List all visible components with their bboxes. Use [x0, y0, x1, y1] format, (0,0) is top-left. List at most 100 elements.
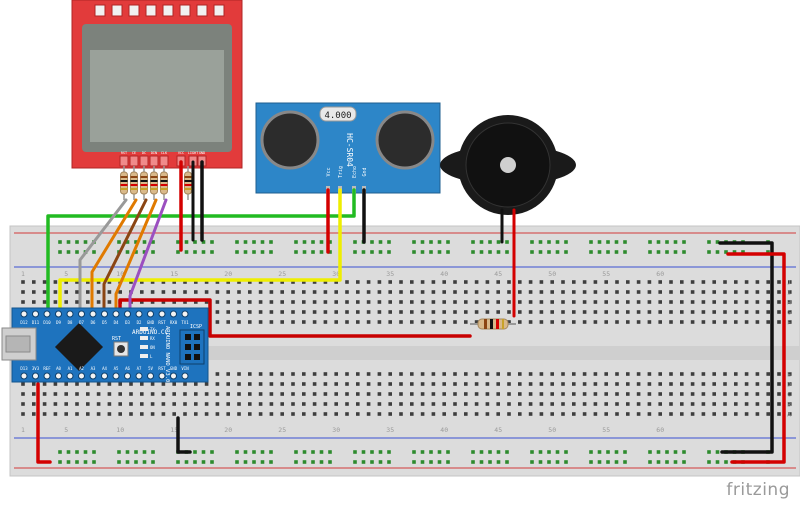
breadboard-hole: [777, 320, 781, 324]
breadboard-hole: [269, 290, 274, 294]
breadboard-hole: [312, 382, 317, 386]
breadboard-hole: [615, 402, 619, 406]
breadboard-hole: [636, 382, 641, 386]
rail-hole: [58, 450, 62, 454]
status-led-label: ON: [150, 345, 155, 350]
breadboard-hole: [701, 290, 706, 294]
buzzer-hole: [500, 157, 516, 173]
breadboard-hole: [507, 320, 511, 324]
breadboard-hole: [647, 280, 652, 284]
lcd-pin: [149, 155, 159, 167]
rail-hole: [479, 250, 484, 254]
column-number-top: 15: [170, 270, 178, 278]
rail-hole: [370, 240, 374, 244]
breadboard-hole: [658, 372, 662, 376]
arduino-pin-headers: [20, 310, 189, 380]
breadboard-hole: [183, 300, 187, 304]
breadboard-hole: [788, 300, 792, 304]
breadboard-hole: [150, 290, 155, 294]
breadboard-hole: [669, 310, 673, 314]
rail-hole: [378, 240, 383, 244]
breadboard-hole: [723, 402, 727, 406]
breadboard-hole: [258, 280, 263, 284]
rail-hole: [724, 460, 728, 464]
breadboard-hole: [399, 402, 403, 406]
rail-hole: [252, 450, 256, 454]
arduino-top-pin: [135, 310, 143, 318]
breadboard-hole: [161, 392, 166, 396]
rail-hole: [83, 460, 88, 464]
breadboard-hole: [96, 280, 101, 284]
rail-hole: [387, 250, 391, 254]
arduino-bottom-pin-label: A5: [114, 366, 119, 371]
rail-hole: [547, 450, 551, 454]
resistor-band: [140, 184, 148, 186]
breadboard-hole: [226, 382, 230, 386]
breadboard-hole: [96, 392, 101, 396]
breadboard-hole: [615, 320, 619, 324]
breadboard-hole: [345, 392, 349, 396]
breadboard-hole: [507, 412, 511, 416]
transducer-left: [260, 110, 320, 170]
breadboard-hole: [399, 290, 403, 294]
breadboard-hole: [669, 280, 673, 284]
breadboard-hole: [75, 392, 79, 396]
breadboard-hole: [226, 300, 230, 304]
sensor-pin-label: Echo: [352, 166, 358, 178]
rail-hole: [361, 250, 366, 254]
rail-hole: [235, 240, 239, 244]
breadboard-hole: [377, 402, 382, 406]
breadboard-hole: [701, 300, 706, 304]
breadboard-hole: [496, 280, 500, 284]
breadboard-hole: [453, 402, 457, 406]
arduino-top-pin-label: D6: [91, 320, 96, 325]
breadboard-hole: [442, 280, 446, 284]
column-number-bottom: 30: [332, 426, 340, 434]
breadboard-hole: [291, 372, 295, 376]
resistor-band: [184, 180, 192, 182]
sensor-pin-label: Gnd: [362, 167, 368, 176]
breadboard-hole: [615, 290, 619, 294]
breadboard-hole: [593, 392, 598, 396]
column-number-bottom: 15: [170, 426, 178, 434]
resistor-band: [120, 180, 128, 182]
breadboard-hole: [204, 300, 209, 304]
resistor-band: [130, 184, 138, 186]
sensor-pin-label: Trig: [338, 166, 344, 178]
arduino-top-pin-label: GND: [147, 320, 155, 325]
breadboard-hole: [172, 402, 176, 406]
breadboard-hole: [86, 300, 90, 304]
breadboard-hole: [150, 300, 155, 304]
breadboard-hole: [755, 372, 760, 376]
breadboard-hole: [561, 290, 565, 294]
row-letter: A: [787, 411, 791, 419]
breadboard-hole: [539, 310, 544, 314]
breadboard-hole: [766, 382, 770, 386]
rail-hole: [235, 460, 239, 464]
rail-hole: [235, 250, 239, 254]
sensor-pin-label: Vcc: [326, 167, 332, 176]
rail-hole: [184, 250, 189, 254]
resistor-band: [184, 184, 192, 186]
rail-hole: [614, 240, 619, 244]
rail-hole: [648, 240, 652, 244]
breadboard-hole: [280, 290, 284, 294]
breadboard-hole: [572, 280, 576, 284]
breadboard-hole: [788, 310, 792, 314]
rail-hole: [606, 240, 610, 244]
rail-hole: [589, 450, 593, 454]
breadboard-hole: [561, 382, 565, 386]
rail-hole: [151, 460, 155, 464]
breadboard-hole: [215, 402, 220, 406]
breadboard-hole: [258, 402, 263, 406]
breadboard-hole: [356, 382, 360, 386]
breadboard-hole: [766, 280, 770, 284]
breadboard-hole: [561, 320, 565, 324]
breadboard-hole: [388, 412, 392, 416]
rail-hole: [294, 450, 298, 454]
breadboard-hole: [86, 392, 90, 396]
breadboard-hole: [107, 280, 112, 284]
breadboard-hole: [226, 412, 230, 416]
lcd-top-pad: [196, 4, 208, 17]
breadboard-hole: [377, 290, 382, 294]
